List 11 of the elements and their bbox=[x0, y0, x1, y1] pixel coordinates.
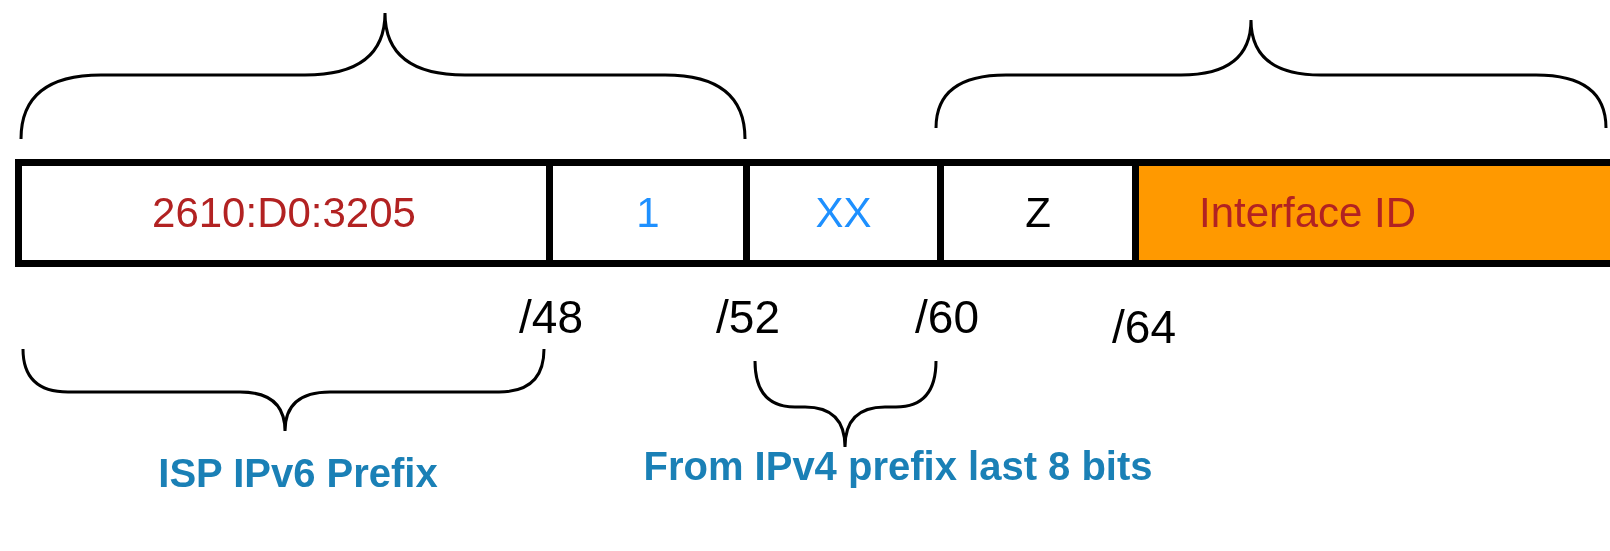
bit-boundary-label: /48 bbox=[519, 290, 583, 344]
bit-boundary-label: /60 bbox=[915, 290, 979, 344]
field-value: Z bbox=[1025, 189, 1051, 237]
field-value: Interface ID bbox=[1199, 189, 1417, 237]
bit-boundary-label: /64 bbox=[1112, 300, 1176, 354]
brace-caption: ISP IPv6 Prefix bbox=[157, 450, 439, 497]
field-value: 1 bbox=[636, 189, 660, 237]
field-value: 2610:D0:3205 bbox=[152, 189, 416, 237]
field-value: XX bbox=[815, 189, 872, 237]
brace-caption: From IPv4 prefix last 8 bits bbox=[642, 443, 1154, 490]
bit-boundary-label: /52 bbox=[716, 290, 780, 344]
